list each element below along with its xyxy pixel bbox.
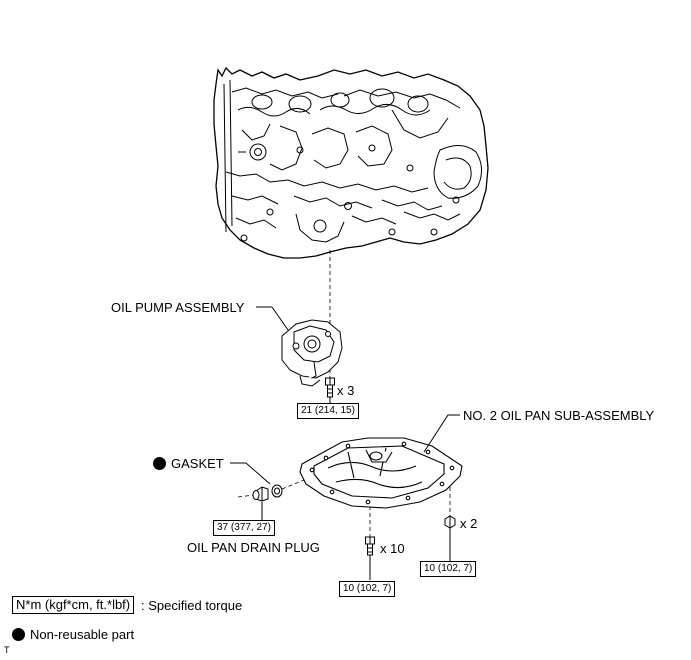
- oil-pump-bolt-torque: 21 (214, 15): [297, 403, 359, 419]
- pan-bolt-center-icon: [365, 536, 375, 556]
- legend-torque-desc: : Specified torque: [141, 598, 243, 613]
- corner-mark: T: [4, 645, 10, 655]
- oil-pump-assembly-label: OIL PUMP ASSEMBLY: [111, 300, 245, 315]
- legend-non-reusable-label: Non-reusable part: [30, 627, 135, 642]
- legend-non-reusable-icon: [12, 628, 25, 641]
- pan-bolt-right-torque: 10 (102, 7): [420, 561, 477, 577]
- oil-pump-illustration: [281, 319, 343, 387]
- pan-bolt-center-quantity: x 10: [380, 541, 405, 556]
- pan-bolt-right-quantity: x 2: [460, 516, 478, 531]
- oil-pump-bolt-quantity: x 3: [337, 383, 355, 398]
- legend-torque-units: N*m (kgf*cm, ft.*lbf): [12, 596, 135, 614]
- engine-block-illustration: [213, 66, 489, 259]
- non-reusable-marker-icon: [153, 457, 166, 470]
- gasket-label: GASKET: [171, 456, 224, 471]
- oil-pan-drain-plug-label: OIL PAN DRAIN PLUG: [187, 540, 320, 555]
- gasket-leader: [230, 462, 271, 485]
- oil-pump-bolt-icon: [325, 377, 335, 398]
- oil-pan-illustration: [299, 437, 463, 509]
- pan-bolt-center-torque: 10 (102, 7): [339, 581, 396, 597]
- no2-oil-pan-label: NO. 2 OIL PAN SUB-ASSEMBLY: [463, 408, 655, 423]
- drain-plug-icon: [252, 486, 269, 502]
- oil-pan-leader: [423, 414, 460, 453]
- oil-pump-leader-diag: [271, 306, 289, 331]
- drain-plug-torque: 37 (377, 27): [213, 520, 275, 536]
- pan-bolt-right-icon: [444, 515, 456, 529]
- gasket-icon: [271, 484, 283, 498]
